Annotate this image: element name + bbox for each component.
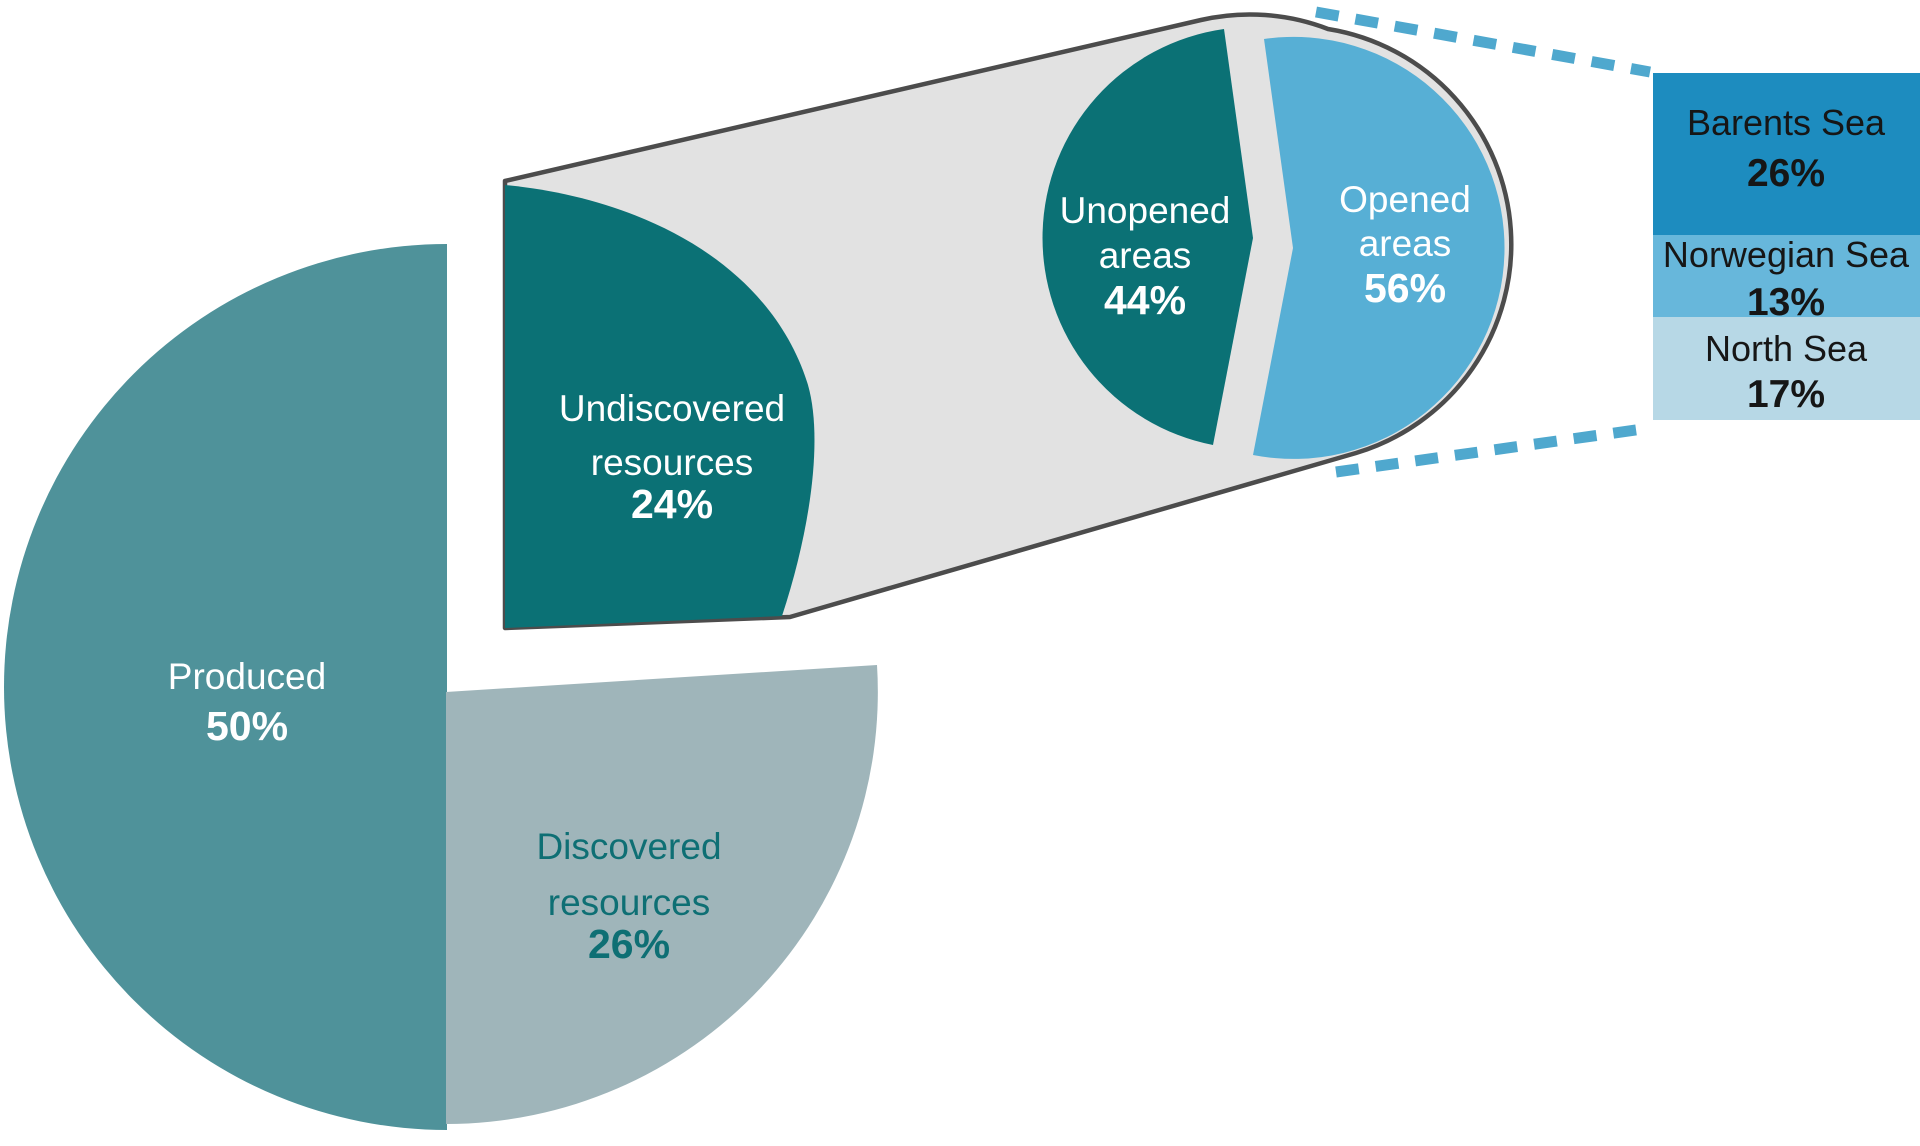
unopened-areas-slice (1042, 29, 1253, 445)
unopened-pct: 44% (1104, 277, 1186, 323)
opened-label-line1: Opened (1339, 179, 1471, 220)
produced-pct: 50% (206, 703, 288, 749)
discovered-pct: 26% (588, 921, 670, 967)
norwegian-sea-label: Norwegian Sea (1663, 234, 1910, 275)
norwegian-sea-segment (1653, 235, 1920, 317)
opened-label-line2: areas (1359, 223, 1452, 264)
undiscovered-pct: 24% (631, 481, 713, 527)
unopened-label-line1: Unopened (1060, 190, 1231, 231)
dashed-connector-bottom (1335, 422, 1651, 478)
barents-sea-pct: 26% (1747, 152, 1825, 195)
discovered-label-line2: resources (548, 882, 710, 923)
north-sea-label: North Sea (1705, 328, 1868, 369)
opened-pct: 56% (1364, 265, 1446, 311)
barents-sea-label: Barents Sea (1687, 102, 1886, 143)
opened-areas-slice (1253, 36, 1505, 459)
undiscovered-label-line1: Undiscovered (559, 388, 785, 429)
produced-label: Produced (168, 656, 326, 697)
produced-slice (4, 244, 447, 1130)
barents-sea-segment (1653, 73, 1920, 235)
discovered-label-line1: Discovered (536, 826, 721, 867)
discovered-slice (446, 665, 878, 1124)
north-sea-segment (1653, 317, 1920, 420)
dashed-connector-top (1315, 6, 1651, 78)
unopened-label-line2: areas (1099, 235, 1192, 276)
undiscovered-slice (505, 185, 815, 628)
north-sea-pct: 17% (1747, 373, 1825, 416)
norwegian-sea-pct: 13% (1747, 281, 1825, 324)
undiscovered-label-line2: resources (591, 442, 753, 483)
